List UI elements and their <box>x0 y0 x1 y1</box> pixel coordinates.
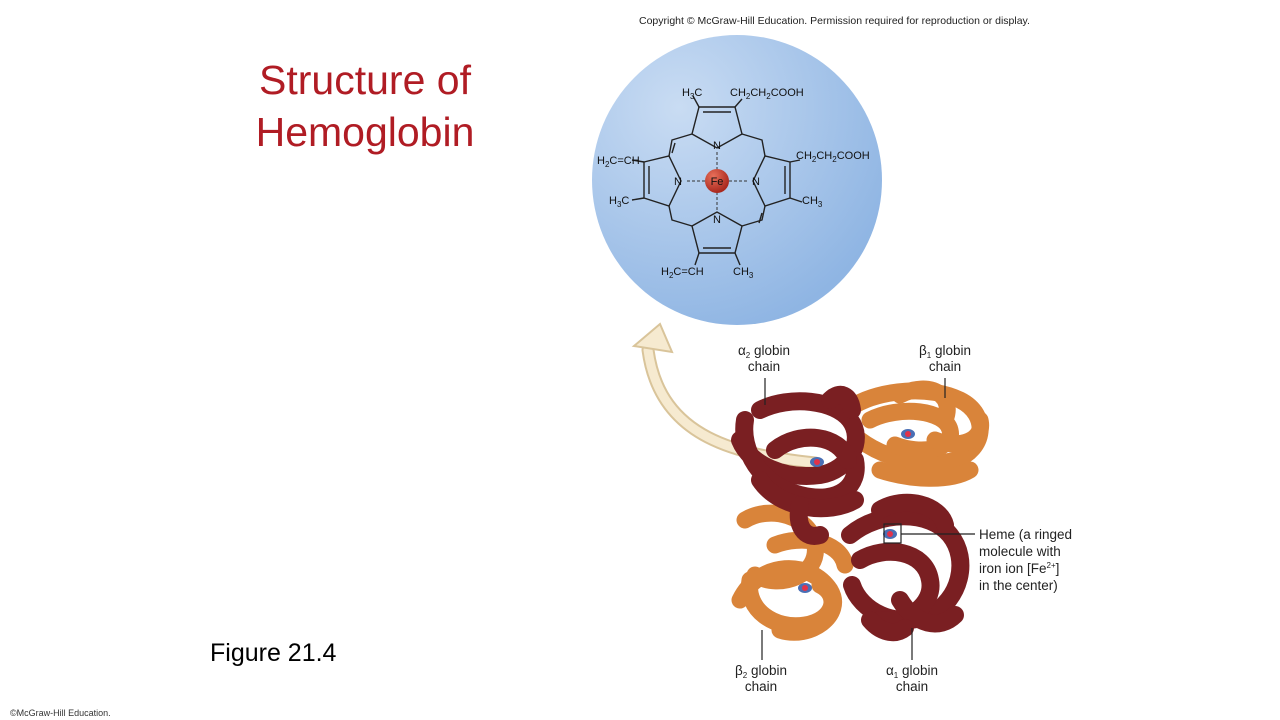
label-alpha1: α1 globin <box>886 663 938 680</box>
iron-label: Fe <box>711 176 724 188</box>
footer-copyright: ©McGraw-Hill Education. <box>10 708 111 718</box>
n-top: N <box>713 140 721 152</box>
label-beta1-chain: chain <box>929 359 961 374</box>
n-left: N <box>674 176 682 188</box>
group-right-methyl: CH3 <box>802 195 823 209</box>
label-alpha1-chain: chain <box>896 679 928 694</box>
slide-title: Structure of Hemoglobin <box>200 54 530 158</box>
heme-zoom-circle <box>592 35 882 325</box>
heme-callout-line-3: iron ion [Fe2+] <box>979 561 1059 576</box>
copyright-notice: Copyright © McGraw-Hill Education. Permi… <box>639 15 1030 27</box>
iron-atom <box>705 169 729 193</box>
heme-callout-line-1: Heme (a ringed <box>979 527 1072 542</box>
heme-sites <box>798 429 915 593</box>
group-bottom-methyl: CH3 <box>733 266 754 280</box>
leader-lines <box>761 378 975 660</box>
group-right-acid: CH2CH2COOH <box>796 150 870 164</box>
group-top-right-acid: CH2CH2COOH <box>730 87 804 101</box>
n-right: N <box>752 176 760 188</box>
n-bottom: N <box>713 214 721 226</box>
group-left-methyl: H3C <box>609 195 629 209</box>
zoom-arrow <box>631 322 822 470</box>
heme-callout-line-2: molecule with <box>979 544 1061 559</box>
group-top-left-methyl: H3C <box>682 87 702 101</box>
figure-label: Figure 21.4 <box>210 639 337 667</box>
title-line-1: Structure of <box>259 57 471 103</box>
fe-n-bonds <box>687 152 747 210</box>
title-line-2: Hemoglobin <box>255 109 475 155</box>
alpha2-globin-chain <box>731 385 865 545</box>
label-beta1: β1 globin <box>919 343 971 360</box>
heme-callout-line-4: in the center) <box>979 578 1058 593</box>
beta2-globin-chain <box>731 504 854 641</box>
label-alpha2: α2 globin <box>738 343 790 360</box>
alpha1-globin-chain <box>841 493 970 642</box>
label-beta2-chain: chain <box>745 679 777 694</box>
group-bottom-vinyl: H2C=CH <box>661 266 704 280</box>
beta1-globin-chain <box>846 380 990 487</box>
porphyrin-ring <box>631 95 803 266</box>
label-alpha2-chain: chain <box>748 359 780 374</box>
group-left-vinyl: H2C=CH <box>597 155 640 169</box>
label-beta2: β2 globin <box>735 663 787 680</box>
